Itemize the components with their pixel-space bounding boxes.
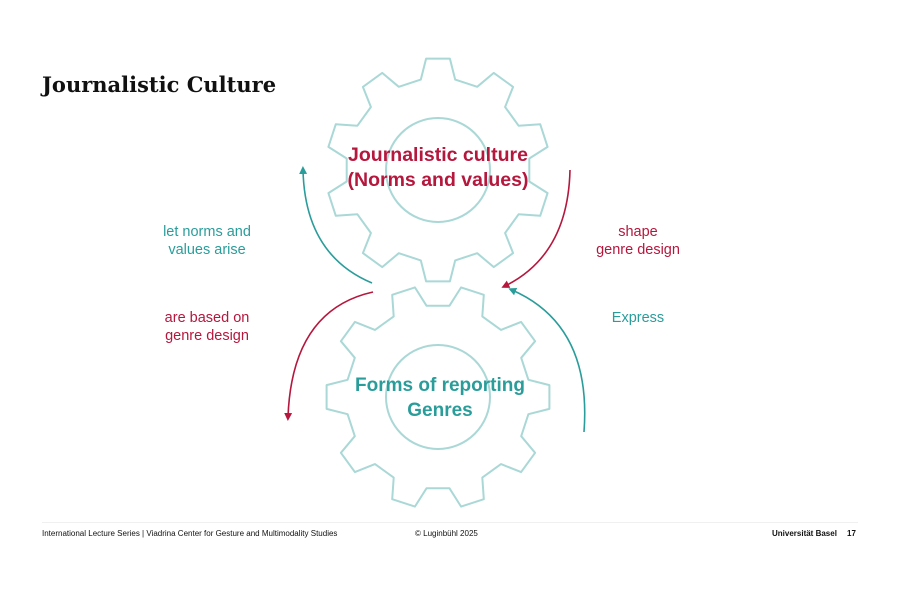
arrow-let-norms (299, 166, 373, 284)
bottom-gear-icon (325, 286, 551, 508)
slide-title: Journalistic Culture (42, 72, 277, 97)
arrow-based-on (284, 291, 374, 421)
label-let-norms: let norms and values arise (163, 224, 251, 258)
footer-university: Universität Basel (772, 529, 837, 538)
top-gear-hub (385, 117, 491, 223)
arrow-express (508, 287, 586, 433)
top-gear-icon (327, 57, 549, 283)
top-gear-label: Journalistic culture (Norms and values) (347, 144, 529, 191)
footer-page-number: 17 (847, 529, 856, 538)
bottom-gear-hub (385, 344, 491, 450)
footer-series: International Lecture Series | Viadrina … (42, 529, 338, 538)
footer-copyright: © Luginbühl 2025 (415, 529, 478, 538)
label-based-on: are based on genre design (164, 310, 250, 344)
arrow-shape (501, 169, 571, 288)
bottom-gear-label: Forms of reporting Genres (355, 375, 525, 421)
label-express: Express (611, 310, 665, 326)
label-shape: shape genre design (596, 224, 680, 258)
footer-divider (42, 522, 858, 523)
